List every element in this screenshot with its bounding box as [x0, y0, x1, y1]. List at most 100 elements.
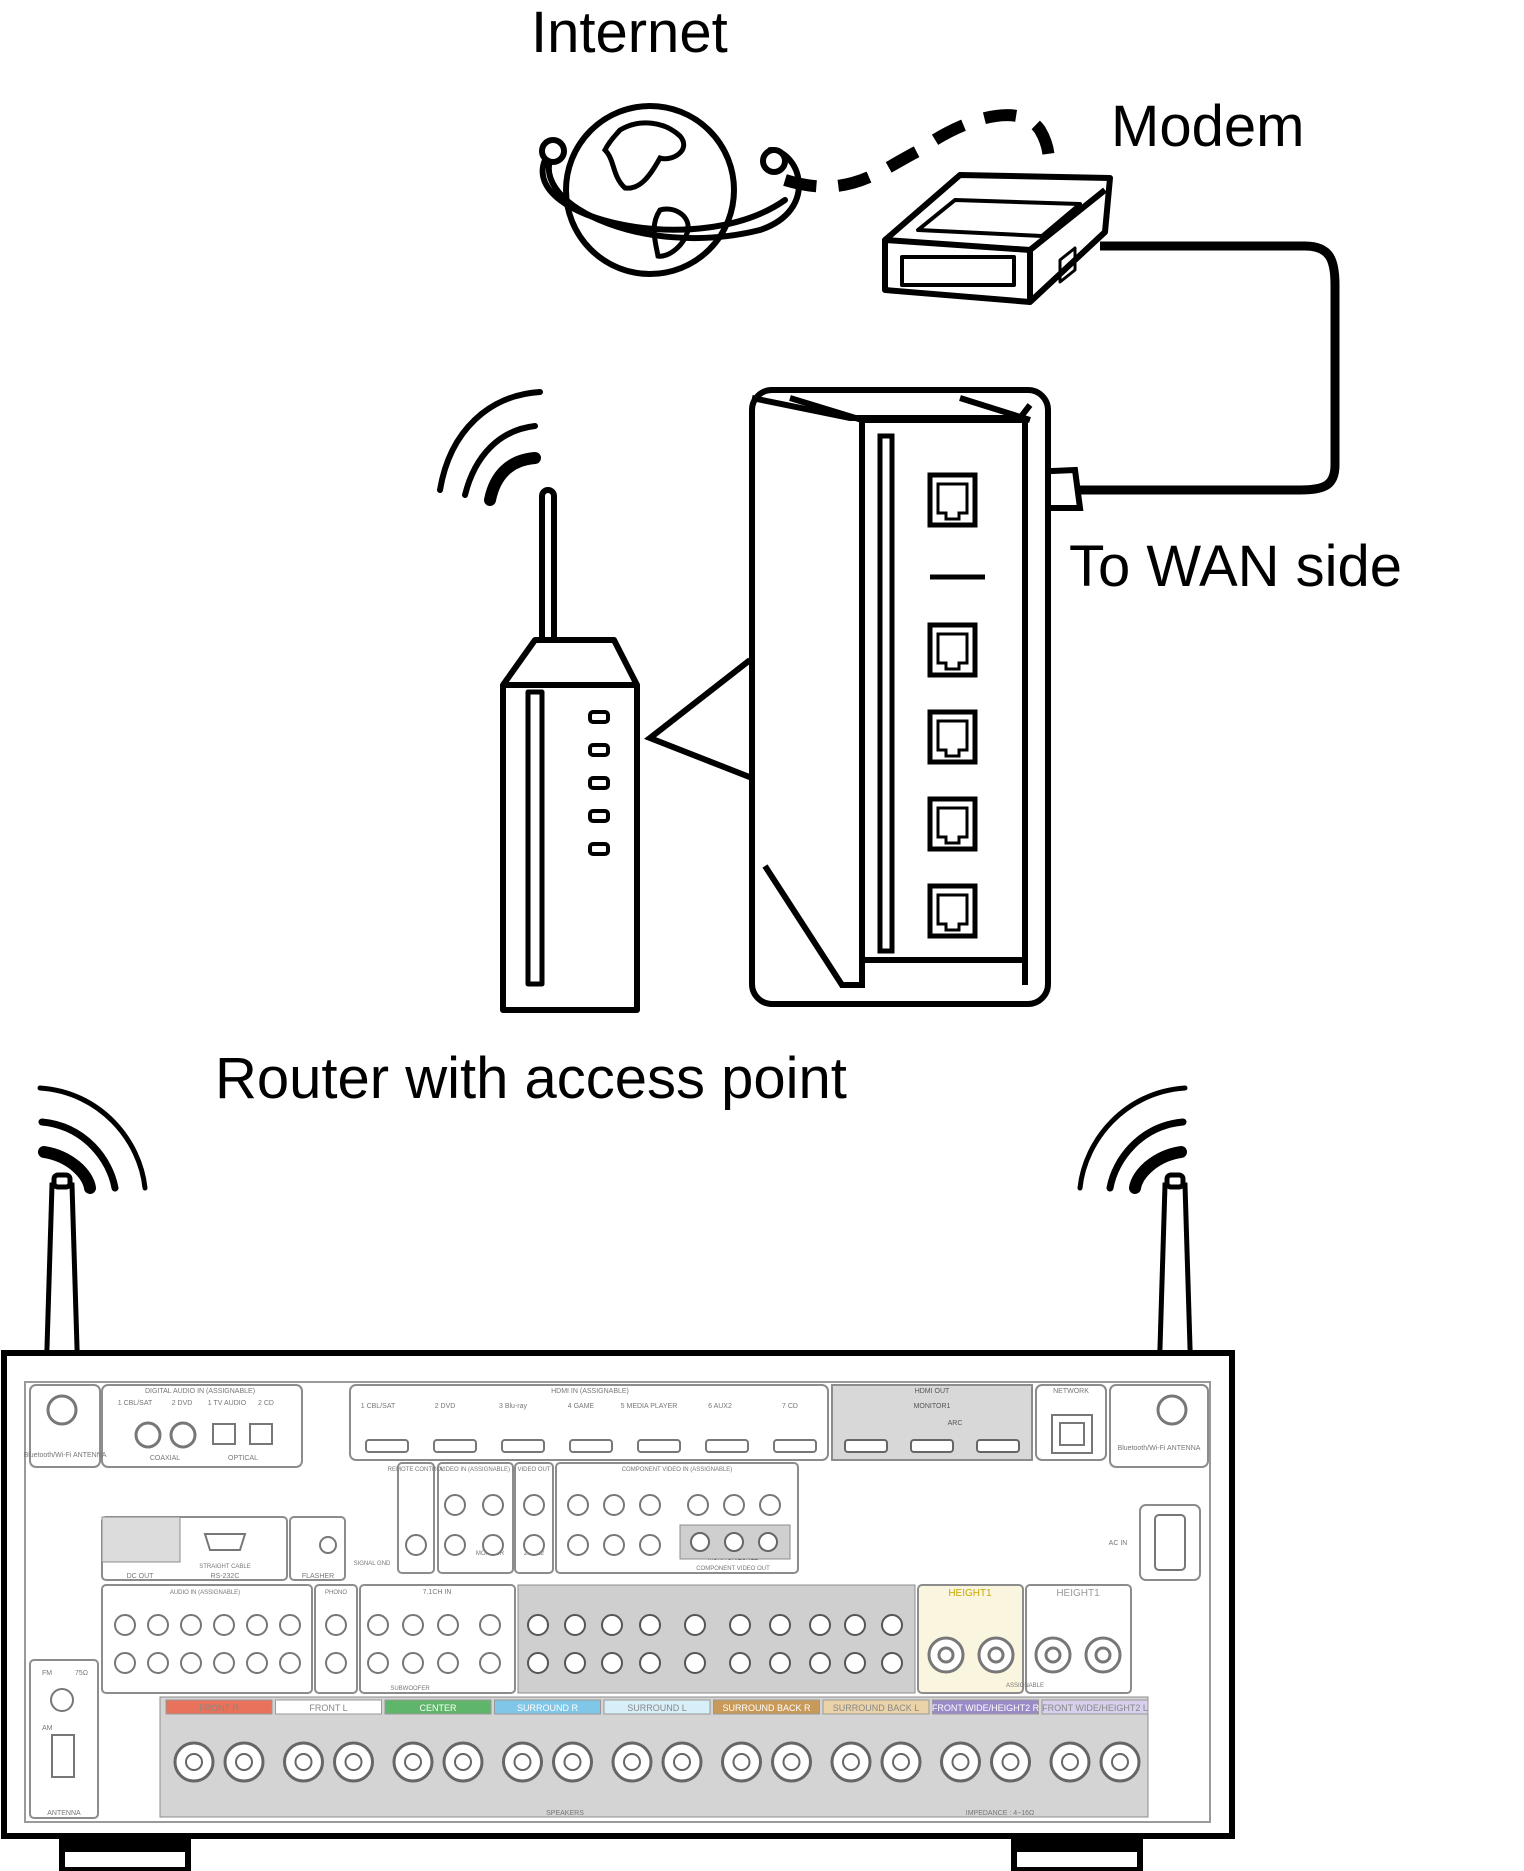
- hdmi-in-2: 2 DVD: [435, 1403, 456, 1410]
- hdmi-in-3: 3 Blu-ray: [499, 1403, 528, 1410]
- left-antenna: [43, 1172, 81, 1383]
- digital-in-3: 1 TV AUDIO: [208, 1400, 247, 1407]
- ac-inlet-icon: [1154, 1514, 1186, 1571]
- hdmi-in-4: 4 GAME: [568, 1403, 595, 1410]
- router-antenna: [539, 487, 557, 663]
- wan-side-label: To WAN side: [1069, 534, 1403, 599]
- speaker-terminal-group: SURROUND R: [494, 1699, 601, 1783]
- antenna-label: ANTENNA: [47, 1810, 81, 1817]
- ac-in-label: AC IN: [1109, 1540, 1128, 1547]
- audio-in-phono-header: PHONO: [325, 1590, 347, 1596]
- digital-in-1: 1 CBL/SAT: [118, 1400, 153, 1407]
- right-antenna: [1156, 1172, 1194, 1383]
- left-antenna-signal-icon: [37, 1085, 148, 1194]
- video-out-label: VIDEO OUT: [517, 1467, 550, 1473]
- binding-post-center: [294, 1753, 313, 1771]
- binding-post-center: [1111, 1753, 1129, 1771]
- digital-audio-label: DIGITAL AUDIO IN (ASSIGNABLE): [145, 1388, 255, 1395]
- bt-antenna-right-label: Bluetooth/Wi-Fi ANTENNA: [1118, 1445, 1201, 1452]
- video-rca-jacks: [405, 1494, 781, 1556]
- component-in-label: COMPONENT VIDEO IN (ASSIGNABLE): [622, 1467, 733, 1473]
- router-port-closeup: [749, 387, 1051, 1007]
- hdmi-in-7: 7 CD: [782, 1403, 798, 1410]
- internet-modem-dashed-link: [783, 109, 1055, 193]
- hdmi-in-1: 1 CBL/SAT: [361, 1403, 396, 1410]
- hdmi-out-label: HDMI OUT: [915, 1388, 950, 1395]
- binding-post-center: [951, 1753, 970, 1771]
- preout-rca-jacks: [527, 1614, 903, 1674]
- speaker-terminal-group: FRONT R: [165, 1699, 273, 1783]
- speaker-channel-label: SURROUND BACK R: [722, 1703, 811, 1713]
- internet-label: Internet: [531, 0, 728, 65]
- binding-post-center: [185, 1753, 203, 1771]
- speaker-terminal-group: SURROUND BACK L: [822, 1699, 930, 1783]
- binding-post-center: [344, 1753, 363, 1771]
- hdmi-in-6: 6 AUX2: [708, 1403, 732, 1410]
- optical-label: OPTICAL: [228, 1455, 258, 1462]
- ohm75-label: 75Ω: [75, 1670, 88, 1677]
- height-binding-posts: [927, 1636, 1122, 1674]
- dc-out-label: DC OUT: [127, 1573, 155, 1580]
- hdmi-out-ports: [844, 1439, 1020, 1453]
- binding-post-center: [782, 1753, 801, 1771]
- binding-post-center: [732, 1753, 751, 1771]
- coaxial-label: COAXIAL: [150, 1455, 180, 1462]
- audio-rca-jacks: [114, 1614, 501, 1674]
- monitor1-label: MONITOR1: [914, 1403, 951, 1410]
- binding-post-center: [892, 1753, 910, 1771]
- subwoofer-label: SUBWOOFER: [390, 1686, 430, 1692]
- speaker-terminals: [159, 1696, 1149, 1818]
- binding-post-center: [454, 1753, 472, 1771]
- rs232c-label: RS-232C: [211, 1573, 240, 1580]
- router-wifi-icon: [437, 389, 543, 506]
- binding-post-center: [1061, 1753, 1079, 1771]
- height1-l-label: HEIGHT1: [1056, 1588, 1100, 1599]
- binding-post-center: [235, 1753, 253, 1771]
- remote-control-label: REMOTE CONTROL: [388, 1467, 445, 1473]
- speaker-channel-label: SURROUND R: [517, 1703, 579, 1713]
- arc-label: ARC: [948, 1420, 963, 1427]
- network-port-icon: [1051, 1414, 1093, 1454]
- hdmi-in-label: HDMI IN (ASSIGNABLE): [551, 1388, 629, 1395]
- video-in-label: VIDEO IN (ASSIGNABLE): [440, 1467, 510, 1473]
- speakers-label: SPEAKERS: [546, 1810, 584, 1817]
- preout-section: [517, 1584, 916, 1694]
- internet-globe-icon: [539, 103, 802, 277]
- impedance-label: IMPEDANCE : 4~16Ω: [966, 1810, 1034, 1817]
- binding-post-center: [623, 1753, 641, 1771]
- lan-port-2-icon: [927, 709, 978, 765]
- speaker-channel-label: SURROUND L: [627, 1703, 687, 1713]
- straight-cable-label: STRAIGHT CABLE: [199, 1564, 251, 1570]
- binding-post-center: [563, 1753, 582, 1771]
- router-lan-ports: [927, 472, 978, 939]
- hdmi-in-5: 5 MEDIA PLAYER: [621, 1403, 678, 1410]
- digital-in-4: 2 CD: [258, 1400, 274, 1407]
- binding-post-center: [842, 1753, 860, 1771]
- modem-icon: [882, 172, 1113, 305]
- am-label: AM: [42, 1725, 53, 1732]
- right-antenna-signal-icon: [1077, 1085, 1188, 1194]
- hdmi-in-ports: [365, 1439, 817, 1453]
- fm-label: FM: [42, 1670, 52, 1677]
- speaker-channel-label: CENTER: [419, 1703, 457, 1713]
- binding-post-center: [513, 1753, 532, 1771]
- signal-gnd-label: SIGNAL GND: [354, 1561, 391, 1567]
- router-label: Router with access point: [215, 1046, 847, 1111]
- speaker-channel-label: FRONT WIDE/HEIGHT2 R: [932, 1703, 1040, 1713]
- lan-port-3-icon: [927, 796, 978, 852]
- lan-port-4-icon: [927, 883, 978, 939]
- speaker-terminal-group: FRONT L: [275, 1699, 382, 1783]
- speaker-channel-label: FRONT R: [199, 1703, 239, 1713]
- router-body: [500, 637, 640, 1013]
- speaker-terminal-group: CENTER: [384, 1699, 492, 1783]
- speaker-groups: FRONT R FRONT L CENTER SURROUND R SURROUND L…: [165, 1699, 1149, 1783]
- network-label: NETWORK: [1053, 1388, 1089, 1395]
- speaker-channel-label: FRONT L: [309, 1703, 347, 1713]
- speaker-channel-label: FRONT WIDE/HEIGHT2 L: [1042, 1703, 1148, 1713]
- modem-label: Modem: [1111, 94, 1305, 159]
- lan-port-1-icon: [927, 622, 978, 678]
- wan-cable: [1080, 241, 1340, 495]
- binding-post-center: [404, 1753, 422, 1771]
- router-callout: [644, 657, 754, 781]
